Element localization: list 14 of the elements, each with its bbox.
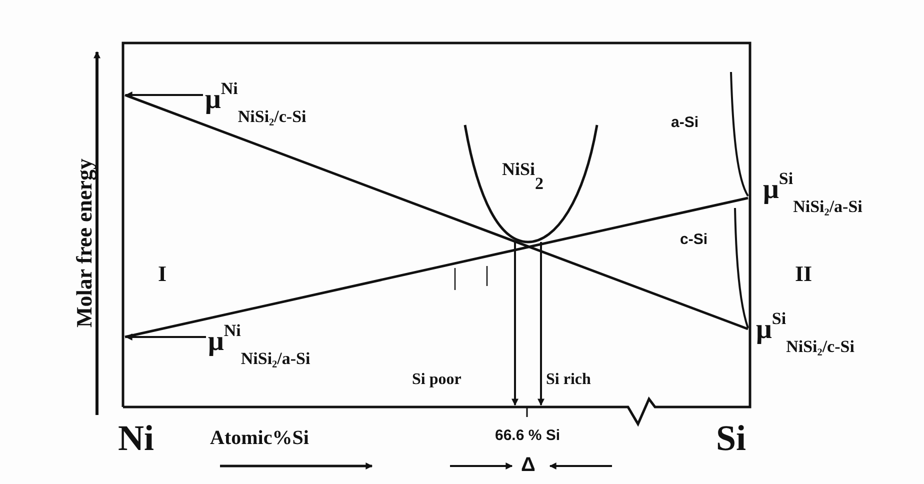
axis-label: Molar free energy [74,158,96,328]
delta-label: Δ [521,455,536,475]
element-label: Ni [118,420,154,456]
composition-label: 66.6 % Si [495,428,560,443]
phase-label: a-Si [671,115,699,130]
region-mark: I [158,263,167,285]
element-label: Si [716,420,746,456]
axis-label: Atomic%Si [210,428,309,448]
arrow [125,334,206,340]
region-mark: II [795,263,812,285]
composition-label: Si poor [412,372,462,388]
composition-label: Si rich [546,372,591,388]
phase-label: c-Si [680,232,708,247]
arrow [125,92,203,98]
